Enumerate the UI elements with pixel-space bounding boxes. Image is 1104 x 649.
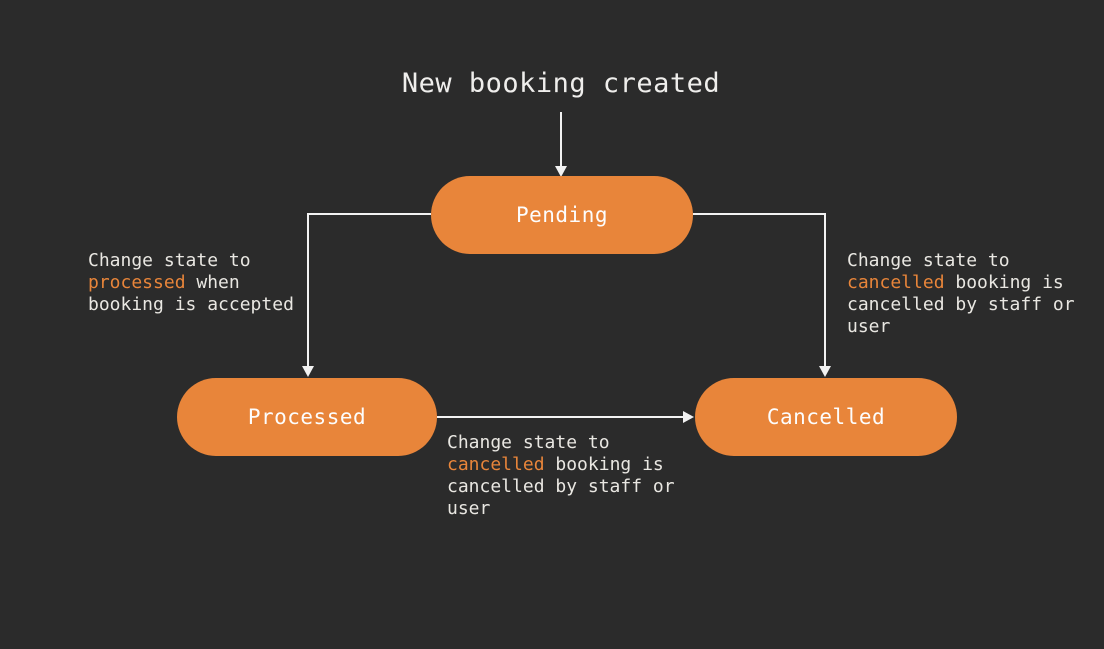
- node-processed: Processed: [177, 378, 437, 456]
- arrow-pending-to-processed-vline: [307, 213, 309, 367]
- arrow-pending-to-cancelled-head: [819, 366, 831, 377]
- node-pending: Pending: [431, 176, 693, 254]
- node-processed-label: Processed: [247, 405, 367, 429]
- diagram-title: New booking created: [401, 68, 721, 99]
- arrow-title-to-pending-head: [555, 166, 567, 177]
- arrow-processed-to-cancelled-head: [683, 411, 694, 423]
- arrow-pending-to-cancelled-hline: [693, 213, 825, 215]
- arrow-title-to-pending-line: [560, 112, 562, 168]
- node-cancelled: Cancelled: [695, 378, 957, 456]
- arrow-processed-to-cancelled-line: [437, 416, 683, 418]
- node-cancelled-label: Cancelled: [766, 405, 886, 429]
- arrow-pending-to-cancelled-vline: [824, 213, 826, 367]
- arrow-pending-to-processed-head: [302, 366, 314, 377]
- arrow-pending-to-processed-hline: [308, 213, 431, 215]
- node-pending-label: Pending: [515, 203, 608, 227]
